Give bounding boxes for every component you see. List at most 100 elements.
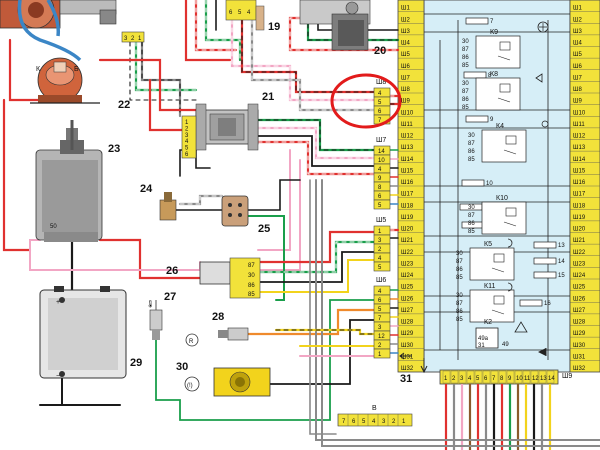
label-23: 23 <box>108 143 120 155</box>
starter-terminal-50: 50 <box>50 224 57 230</box>
right-edge-row: Ш17 <box>573 192 586 198</box>
connector-pin: 8 <box>378 185 382 191</box>
k2-pin-49: 49 <box>502 342 509 348</box>
relay-label: К10 <box>496 195 508 202</box>
fuse <box>533 271 557 279</box>
relay-label: К9 <box>490 29 498 36</box>
left-edge-row: Ш13 <box>401 145 414 151</box>
cap-pin-1: 1 <box>138 36 142 42</box>
temperature-sensor <box>149 300 163 340</box>
relay26-pin-87: 87 <box>248 263 255 269</box>
connector-pin: 5 <box>378 203 382 209</box>
fuse-number: 9 <box>490 117 494 123</box>
relay-pin: 87 <box>456 259 463 265</box>
relay-pin: 30 <box>462 39 469 45</box>
left-edge-row: Ш25 <box>401 285 414 291</box>
left-edge-row: Ш27 <box>401 308 414 314</box>
connector-pin-cell <box>373 312 391 323</box>
relay-pin: 86 <box>468 221 475 227</box>
left-edge-row: Ш32 <box>401 366 414 372</box>
headlight-icon-1 <box>507 238 513 248</box>
label-28: 28 <box>212 311 224 323</box>
relay26-pin-86: 86 <box>248 283 255 289</box>
label-24: 24 <box>140 183 153 195</box>
connector-pin: 7 <box>378 316 382 322</box>
right-edge-row: Ш27 <box>573 308 586 314</box>
right-edge-row: Ш15 <box>573 168 586 174</box>
connector-v-pin: 4 <box>372 419 376 425</box>
right-edge-row: Ш26 <box>573 296 586 302</box>
right-edge-row: Ш31 <box>573 354 586 360</box>
connector-pin-cell <box>373 172 391 183</box>
cap-pin-3: 3 <box>124 36 128 42</box>
relay-pin: 87 <box>462 47 469 53</box>
fan-icon <box>537 21 549 33</box>
label-31: 31 <box>400 373 412 385</box>
connector-v-pin: 3 <box>382 419 386 425</box>
fuse <box>461 179 485 187</box>
ecu-pin: 3 <box>185 133 189 139</box>
relay-label: К11 <box>484 283 495 290</box>
left-edge-row: Ш5 <box>401 52 410 58</box>
right-edge-row: Ш6 <box>573 64 582 70</box>
oil-pressure-sensor <box>218 327 249 341</box>
light-icon <box>541 120 549 128</box>
starter <box>35 120 103 242</box>
right-edge-row: Ш21 <box>573 238 586 244</box>
header-pin: 7 <box>492 376 496 382</box>
left-edge-row: Ш28 <box>401 320 414 326</box>
fuse <box>465 17 489 25</box>
left-edge-row: Ш22 <box>401 250 414 256</box>
connector-v-pin: 5 <box>362 419 366 425</box>
right-edge-row: Ш18 <box>573 203 586 209</box>
block-relay <box>475 77 521 111</box>
header-pin: 4 <box>468 376 472 382</box>
label-21: 21 <box>262 91 274 103</box>
connector-pin: 3 <box>378 238 382 244</box>
right-edge-row: Ш16 <box>573 180 586 186</box>
header-pin: 12 <box>532 376 539 382</box>
right-edge-row: Ш24 <box>573 273 586 279</box>
battery-minus-icon: − <box>56 373 60 380</box>
right-edge-row: Ш5 <box>573 52 582 58</box>
coil-terminal-b: Б <box>74 66 79 73</box>
relay-pin: 30 <box>468 205 475 211</box>
left-edge-row: Ш23 <box>401 261 414 267</box>
label-30: 30 <box>176 361 188 373</box>
connector-pin: 6 <box>378 109 382 115</box>
header-pin: 8 <box>500 376 504 382</box>
fuse-number: 14 <box>558 259 565 265</box>
right-edge-row: Ш9 <box>573 99 582 105</box>
left-edge-row: Ш12 <box>401 134 414 140</box>
connector-pin: 9 <box>378 176 382 182</box>
relay-pin: 87 <box>468 141 475 147</box>
ecu-pin: 5 <box>185 146 189 152</box>
connector-pin-cell <box>373 348 391 359</box>
label-22: 22 <box>118 99 130 111</box>
connector-pin: 12 <box>378 334 385 340</box>
left-edge-row: Ш7 <box>401 75 410 81</box>
connector-pin-cell <box>373 285 391 296</box>
header-pin: 3 <box>460 376 464 382</box>
block-relay <box>481 201 527 235</box>
connector-pin-cell <box>373 225 391 236</box>
connector-v-pin: 7 <box>342 419 346 425</box>
header-pin: 14 <box>548 376 555 382</box>
left-edge-row: Ш31 <box>401 354 414 360</box>
relay-label: К8 <box>490 71 498 78</box>
relay-pin: 87 <box>468 213 475 219</box>
k2-pin-49a: 49а <box>478 336 489 342</box>
diode-icon <box>538 348 546 356</box>
connector-pin-cell <box>373 252 391 263</box>
left-edge-row: Ш17 <box>401 192 414 198</box>
cap-pin-2: 2 <box>131 36 135 42</box>
relay-label: К4 <box>496 123 504 130</box>
left-edge-row: Ш21 <box>401 238 414 244</box>
relay-pin: 86 <box>456 267 463 273</box>
connector-v-pin: 6 <box>352 419 356 425</box>
ecu-connector <box>181 115 197 159</box>
header-pin: 6 <box>484 376 488 382</box>
fuse-number: 7 <box>490 19 494 25</box>
arrow-down-icon <box>420 365 428 374</box>
